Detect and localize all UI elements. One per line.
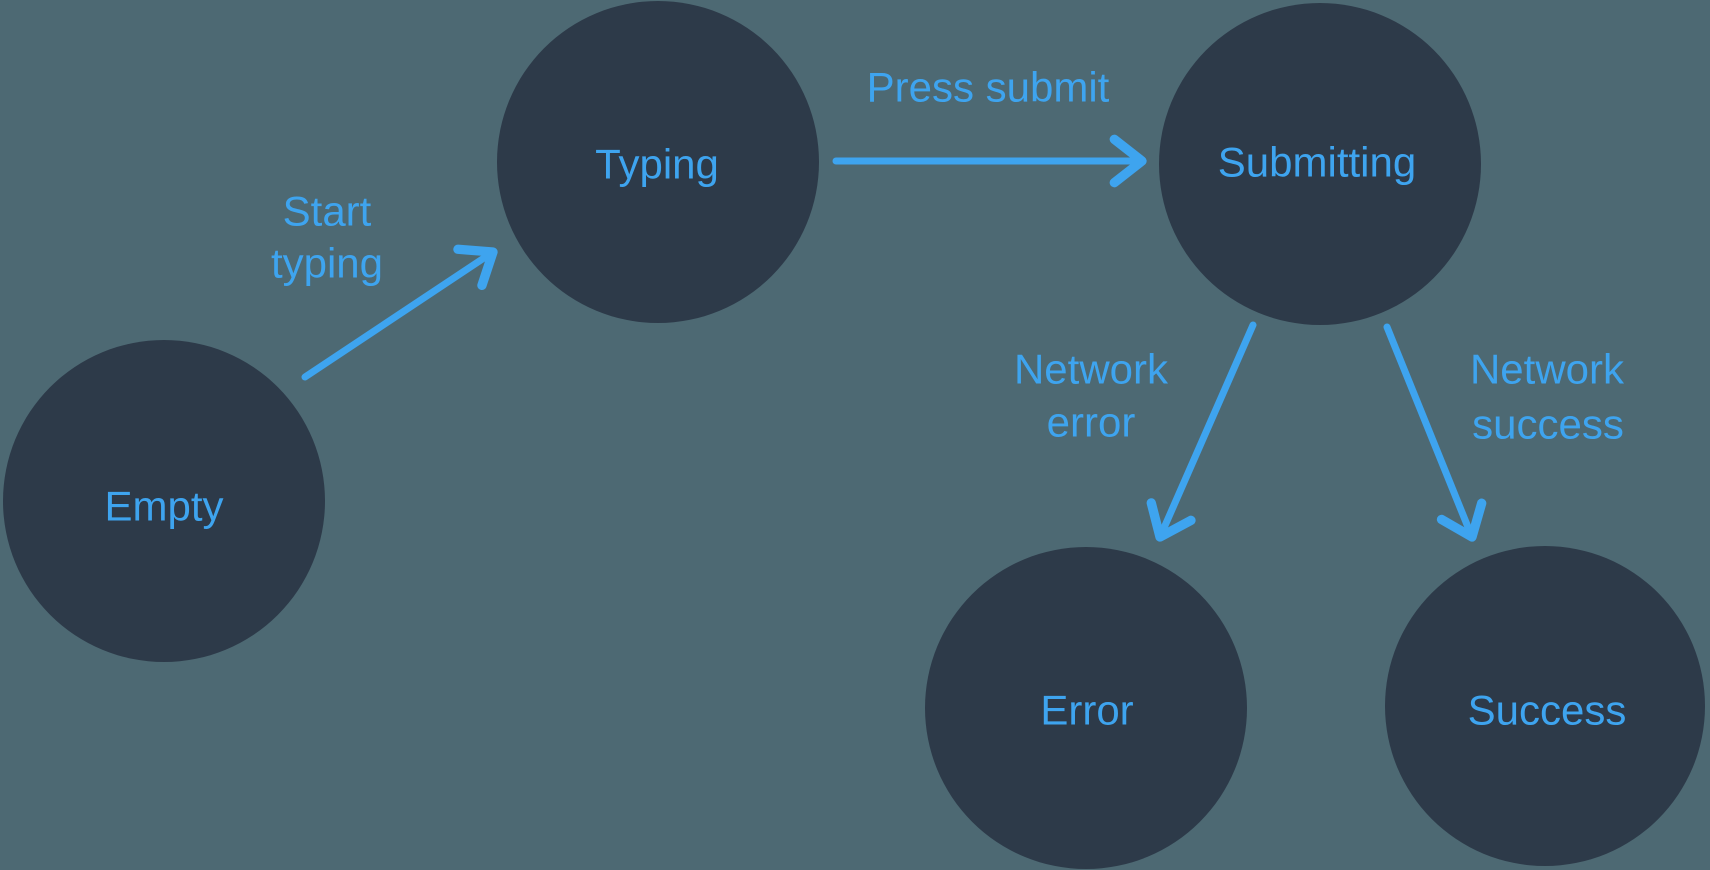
- transition-arrow-submitting-to-success: [1383, 323, 1487, 542]
- transition-label-network-error-line1: Network: [1014, 346, 1169, 393]
- state-node-empty: [3, 340, 325, 662]
- state-label-error: Error: [1040, 687, 1133, 734]
- transition-label-network-success: Network success: [1470, 346, 1625, 448]
- transition-label-press-submit: Press submit: [867, 64, 1110, 111]
- state-label-typing: Typing: [595, 141, 719, 188]
- state-label-empty: Empty: [104, 483, 223, 530]
- state-node-error: [925, 547, 1247, 869]
- transition-label-network-success-line2: success: [1472, 401, 1624, 448]
- transition-label-network-success-line1: Network: [1470, 346, 1625, 393]
- state-label-submitting: Submitting: [1218, 139, 1416, 186]
- transition-label-start-typing-line2: typing: [271, 240, 383, 287]
- transition-label-network-error-line2: error: [1047, 399, 1136, 446]
- transition-arrow-empty-to-typing: [301, 244, 498, 381]
- transition-label-network-error: Network error: [1014, 346, 1169, 446]
- state-node-success: [1385, 546, 1705, 866]
- state-label-success: Success: [1468, 687, 1627, 734]
- state-node-submitting: [1159, 3, 1481, 325]
- transition-label-press-submit-line1: Press submit: [867, 64, 1110, 111]
- transition-label-start-typing: Start typing: [271, 188, 383, 287]
- state-node-typing: [497, 1, 819, 323]
- transition-arrow-submitting-to-error: [1146, 321, 1257, 542]
- transition-label-start-typing-line1: Start: [283, 188, 372, 235]
